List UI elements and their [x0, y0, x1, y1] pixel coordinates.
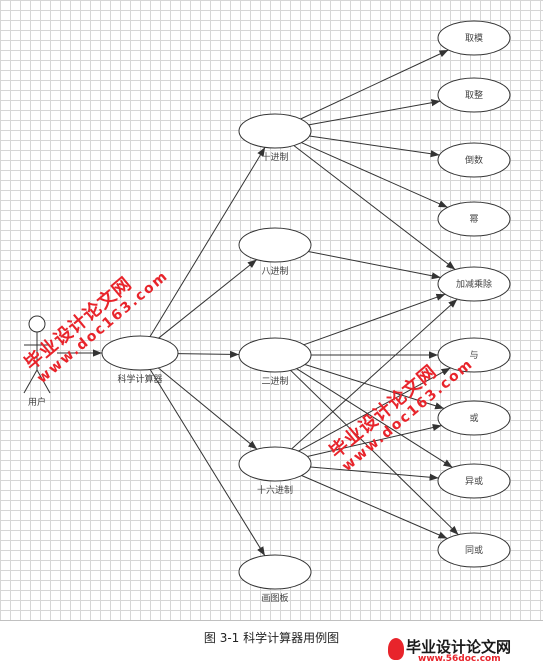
use-case-drawing: 画图板 [238, 554, 312, 604]
edge-binary-to-or [304, 364, 445, 410]
use-case-calculator-ellipse [101, 335, 179, 371]
use-case-round-label: 取整 [465, 89, 483, 101]
edge-hexadecimal-to-or [307, 424, 442, 457]
use-case-hexadecimal-ellipse [238, 446, 312, 482]
use-case-xor-ellipse [437, 463, 511, 499]
actor-right-leg [36, 369, 51, 394]
use-case-calculator: 科学计算器 [101, 335, 179, 385]
edge-decimal-to-reciprocal [309, 135, 440, 158]
use-case-or-ellipse [437, 400, 511, 436]
edge-hexadecimal-to-arithmetic [291, 298, 458, 450]
use-case-drawing-label: 画图板 [261, 592, 288, 604]
use-case-modulo: 取模 [437, 20, 511, 56]
edge-calculator-to-decimal [149, 147, 266, 337]
edge-octal-to-arithmetic [308, 251, 441, 280]
use-case-decimal: 十进制 [238, 113, 312, 163]
use-case-xor-label: 异或 [465, 475, 483, 487]
edge-decimal-to-round [308, 99, 441, 126]
use-case-reciprocal-label: 倒数 [465, 154, 483, 166]
use-case-binary-ellipse [238, 337, 312, 373]
use-case-xor: 异或 [437, 463, 511, 499]
use-case-modulo-label: 取模 [465, 33, 483, 44]
use-case-reciprocal-ellipse [437, 142, 511, 178]
actor-head [28, 315, 46, 333]
edge-calculator-to-binary [177, 350, 240, 358]
diagram-canvas: 科学计算器 十进制八进制二进制十六进制画图板 取模取整倒数幂加减乘除与或异或同或 用… [0, 0, 543, 621]
use-case-arithmetic-label: 加减乘除 [456, 278, 492, 290]
use-case-binary: 二进制 [238, 337, 312, 387]
edge-hexadecimal-to-xnor [301, 475, 448, 539]
figure-caption: 图 3-1 科学计算器用例图 [203, 631, 340, 645]
site-logo: 毕业设计论文网 www.56doc.com [388, 636, 538, 664]
use-case-octal-label: 八进制 [261, 265, 288, 277]
use-case-power-ellipse [437, 201, 511, 237]
edge-decimal-to-power [301, 142, 448, 208]
use-case-arithmetic: 加减乘除 [437, 266, 511, 302]
use-case-or-label: 或 [469, 412, 478, 424]
use-case-hexadecimal: 十六进制 [238, 446, 312, 496]
use-case-octal: 八进制 [238, 227, 312, 277]
actor-label: 用户 [28, 396, 46, 408]
edge-calculator-to-drawing [149, 369, 266, 556]
edge-hexadecimal-to-and [298, 367, 451, 452]
use-case-decimal-label: 十进制 [261, 151, 288, 163]
actor-left-leg [23, 369, 38, 394]
use-case-modulo-ellipse [437, 20, 511, 56]
logo-title: 毕业设计论文网 [406, 638, 512, 656]
actor-user: 用户 [23, 315, 51, 408]
logo-url: www.56doc.com [418, 654, 501, 664]
use-case-and: 与 [437, 337, 511, 373]
edge-binary-to-xor [296, 368, 453, 468]
edge-calculator-to-octal [158, 259, 258, 339]
use-case-drawing-ellipse [238, 554, 312, 590]
use-case-xnor-label: 同或 [465, 544, 483, 556]
use-case-hexadecimal-label: 十六进制 [257, 484, 293, 496]
use-case-arithmetic-ellipse [437, 266, 511, 302]
use-case-reciprocal: 倒数 [437, 142, 511, 178]
use-case-decimal-ellipse [238, 113, 312, 149]
edge-decimal-to-arithmetic [293, 145, 456, 270]
use-case-round-ellipse [437, 77, 511, 113]
edge-hexadecimal-to-xor [310, 466, 439, 481]
use-case-binary-label: 二进制 [261, 375, 288, 387]
edge-decimal-to-modulo [300, 49, 449, 120]
use-case-xnor: 同或 [437, 532, 511, 568]
use-case-round: 取整 [437, 77, 511, 113]
use-case-and-ellipse [437, 337, 511, 373]
use-case-xnor-ellipse [437, 532, 511, 568]
use-case-or: 或 [437, 400, 511, 436]
use-case-power-label: 幂 [469, 214, 478, 225]
use-case-octal-ellipse [238, 227, 312, 263]
edge-calculator-to-hexadecimal [157, 367, 258, 450]
edge-binary-to-arithmetic [303, 293, 446, 346]
use-case-power: 幂 [437, 201, 511, 237]
use-case-and-label: 与 [469, 350, 478, 361]
logo-mark-icon [388, 638, 404, 660]
edge-binary-to-xnor [290, 369, 459, 536]
use-case-calculator-label: 科学计算器 [117, 373, 162, 385]
